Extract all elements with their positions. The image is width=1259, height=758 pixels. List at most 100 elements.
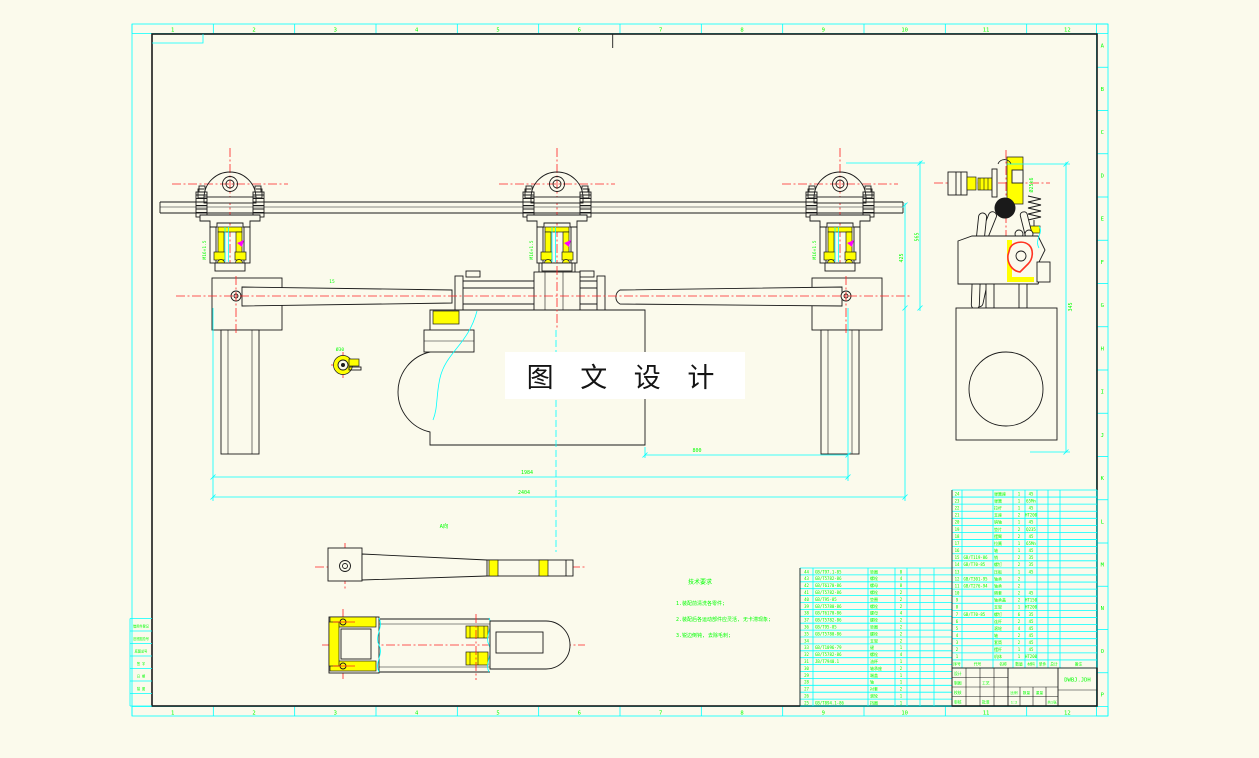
left-arm <box>241 286 453 307</box>
bom-cell-no: 25 <box>804 700 809 705</box>
bom-cell-name: 螺栓 <box>870 630 878 636</box>
bom-cell-name: 弹簧 <box>994 497 1002 503</box>
bom-cell-name: 轴承盖 <box>994 597 1006 603</box>
drawing-geometry <box>957 235 1046 285</box>
bom-cell-no: 30 <box>804 666 809 671</box>
dim-2404: 2404 <box>518 490 530 496</box>
bom-cell-name: 套筒 <box>994 639 1002 645</box>
rev-strip-label: 借用件登记 <box>133 624 150 629</box>
drawing-geometry <box>361 553 496 581</box>
bom-cell-material: 65Mn <box>1026 541 1036 546</box>
grid-letter: F <box>1101 260 1104 266</box>
bom-header-cell: 单件 <box>1039 662 1047 667</box>
bom-cell-qty: 1 <box>1018 506 1021 511</box>
bom-cell-name: 销 <box>994 554 998 560</box>
bom-cell-qty: 4 <box>900 576 903 581</box>
bom-cell-qty: 2 <box>900 590 903 595</box>
bom-cell-no: 14 <box>955 562 960 567</box>
bom-cell-code: GB/T70-85 <box>964 612 986 617</box>
bom-cell-name: 油杯 <box>870 658 878 664</box>
bom-cell-no: 24 <box>955 491 960 496</box>
grid-number: 11 <box>983 711 990 717</box>
bom-cell-name: 垫圈 <box>870 568 878 574</box>
drawing-geometry <box>820 329 860 455</box>
bom-cell-name: 隔套 <box>994 590 1002 596</box>
bom-cell-no: 41 <box>804 590 809 595</box>
tb-sheet: 共1张 <box>1047 700 1057 705</box>
bom-cell-material: 45 <box>1029 569 1034 574</box>
bom-cell-qty: 2 <box>1018 534 1021 539</box>
drawing-geometry <box>220 329 260 455</box>
bom-cell-material: 45 <box>1029 548 1034 553</box>
bom-cell-qty: 2 <box>1018 598 1021 603</box>
bom-cell-qty: 2 <box>1018 633 1021 638</box>
rev-strip-label: 日 期 <box>137 674 145 679</box>
bom-cell-name: 螺栓 <box>870 603 878 609</box>
bom-cell-material: HT200 <box>1025 605 1038 610</box>
bom-cell-qty: 2 <box>1018 555 1021 560</box>
bom-cell-code: GB/T6170-86 <box>815 611 842 616</box>
note-line: 1.装配前清洗各零件; <box>676 600 725 607</box>
bom-cell-name: 螺栓 <box>870 651 878 657</box>
grid-number: 2 <box>252 711 255 717</box>
tb-drawing-number: DWBJ.JDH <box>1064 678 1091 684</box>
bom-cell-qty: 1 <box>1018 520 1021 525</box>
bom-cell-name: 连杆 <box>994 618 1002 624</box>
dimensions <box>210 160 1070 501</box>
bom-cell-code: GB/T70-85 <box>964 562 986 567</box>
bom-cell-no: 32 <box>804 652 809 657</box>
bom-cell-no: 43 <box>804 576 809 581</box>
dim-roller: Ø30 <box>336 346 344 353</box>
bom-cell-no: 1 <box>956 654 959 659</box>
rev-strip-label: 描 图 <box>137 686 145 691</box>
view-a-label: A向 <box>440 522 449 530</box>
drawing-geometry <box>465 651 489 666</box>
grid-number: 10 <box>901 28 908 34</box>
bom-cell-qty: 1 <box>900 700 903 705</box>
bom-cell-material: 45 <box>1029 647 1034 652</box>
bom-cell-code: GB/T894.1-86 <box>815 700 844 705</box>
bom-cell-qty: 2 <box>900 604 903 609</box>
grid-letter: I <box>1101 390 1104 396</box>
drawing-geometry <box>1008 277 1034 282</box>
bom-cell-no: 21 <box>955 513 960 518</box>
bom-header-cell: 材料 <box>1027 662 1035 667</box>
bom-cell-no: 34 <box>804 638 809 643</box>
grid-number: 12 <box>1064 28 1071 34</box>
bom-cell-no: 18 <box>955 534 960 539</box>
bom-cell-code: GB/T5782-86 <box>815 590 842 595</box>
drawing-geometry <box>348 358 360 367</box>
grid-number: 11 <box>983 28 990 34</box>
bom-header-cell: 备注 <box>1075 662 1083 667</box>
bom-cell-code: GB/T97.1-85 <box>815 569 842 574</box>
bom-cell-name: 拉杆 <box>994 505 1002 511</box>
detail-view-a <box>315 543 585 589</box>
grid-number: 10 <box>901 711 908 717</box>
bom-cell-no: 42 <box>804 583 809 588</box>
note-line: 2.装配后各运动部件应灵活, 无卡滞现象; <box>676 616 771 623</box>
grid-number: 6 <box>578 28 581 34</box>
grid-number: 5 <box>496 711 499 717</box>
bom-cell-material: 35 <box>1029 562 1034 567</box>
dim-labels: 800 1984 2404 425 565 345 Ø25k6 15 Ø30 A… <box>329 177 1074 530</box>
side-view <box>934 150 1058 441</box>
bom-cell-name: 螺钉 <box>994 611 1002 617</box>
drawing-geometry <box>341 363 345 367</box>
bom-cell-name: 挡圈 <box>870 699 878 705</box>
bom-cell-no: 23 <box>955 498 960 503</box>
bom-cell-code: GB/T1096-79 <box>815 645 842 650</box>
bom-cell-no: 6 <box>956 619 959 624</box>
bom-cell-no: 27 <box>804 687 809 692</box>
lever-plate <box>1007 241 1034 273</box>
bom-cell-no: 8 <box>956 605 959 610</box>
frame-notch <box>152 34 204 44</box>
drawing-geometry <box>328 621 340 667</box>
roller-detail <box>331 352 362 378</box>
bom-cell-no: 44 <box>804 569 809 574</box>
bom-cell-no: 39 <box>804 604 809 609</box>
tb-label: 设计 <box>954 671 962 676</box>
bom-cell-qty: 6 <box>1018 612 1021 617</box>
grid-number: 3 <box>334 28 337 34</box>
drawing-geometry <box>997 159 1012 165</box>
